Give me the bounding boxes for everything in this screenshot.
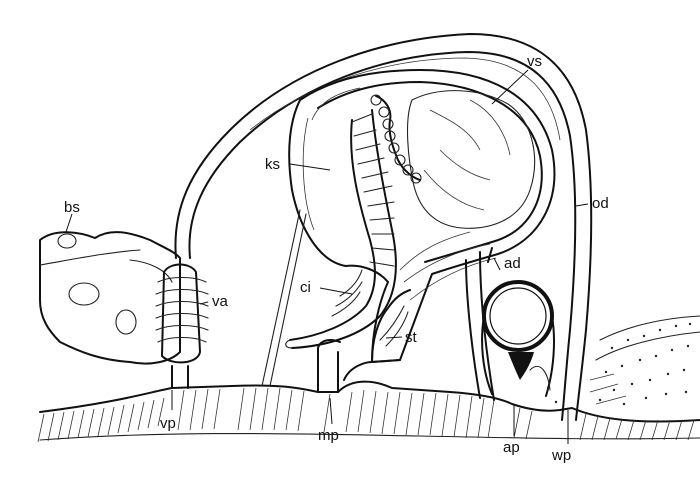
copulatory-organ	[285, 109, 397, 349]
left-tissue-blob	[39, 231, 181, 365]
leader-lines	[65, 69, 589, 444]
label-wp: wp	[551, 447, 571, 464]
accessory-spine	[508, 352, 534, 380]
label-mp: mp	[318, 427, 339, 444]
label-vp: vp	[160, 415, 176, 432]
label-bs: bs	[64, 199, 80, 216]
connecting-ducts	[261, 209, 495, 401]
left-cell-3	[115, 309, 137, 335]
oviduct-arch	[174, 33, 593, 421]
seminal-vesicle	[288, 69, 556, 363]
label-ci: ci	[300, 279, 311, 296]
label-ad: ad	[504, 255, 521, 272]
accessory-gland	[481, 247, 555, 397]
body-wall	[37, 380, 700, 443]
left-cell-1	[57, 233, 77, 249]
accessory-vesicle-outer	[482, 280, 554, 352]
coiled-duct	[370, 94, 422, 184]
left-cell-2	[68, 282, 100, 306]
label-ks: ks	[265, 156, 280, 173]
vagina-tube	[155, 263, 209, 389]
label-od: od	[592, 195, 609, 212]
label-ap: ap	[503, 439, 520, 456]
right-tissue	[546, 315, 700, 406]
labels: bs vs ks od ad ci va st vp mp ap wp	[64, 53, 609, 464]
label-st: st	[405, 329, 418, 346]
label-va: va	[212, 293, 229, 310]
stylet	[371, 231, 497, 363]
accessory-vesicle-inner	[489, 287, 547, 345]
label-vs: vs	[527, 53, 542, 70]
